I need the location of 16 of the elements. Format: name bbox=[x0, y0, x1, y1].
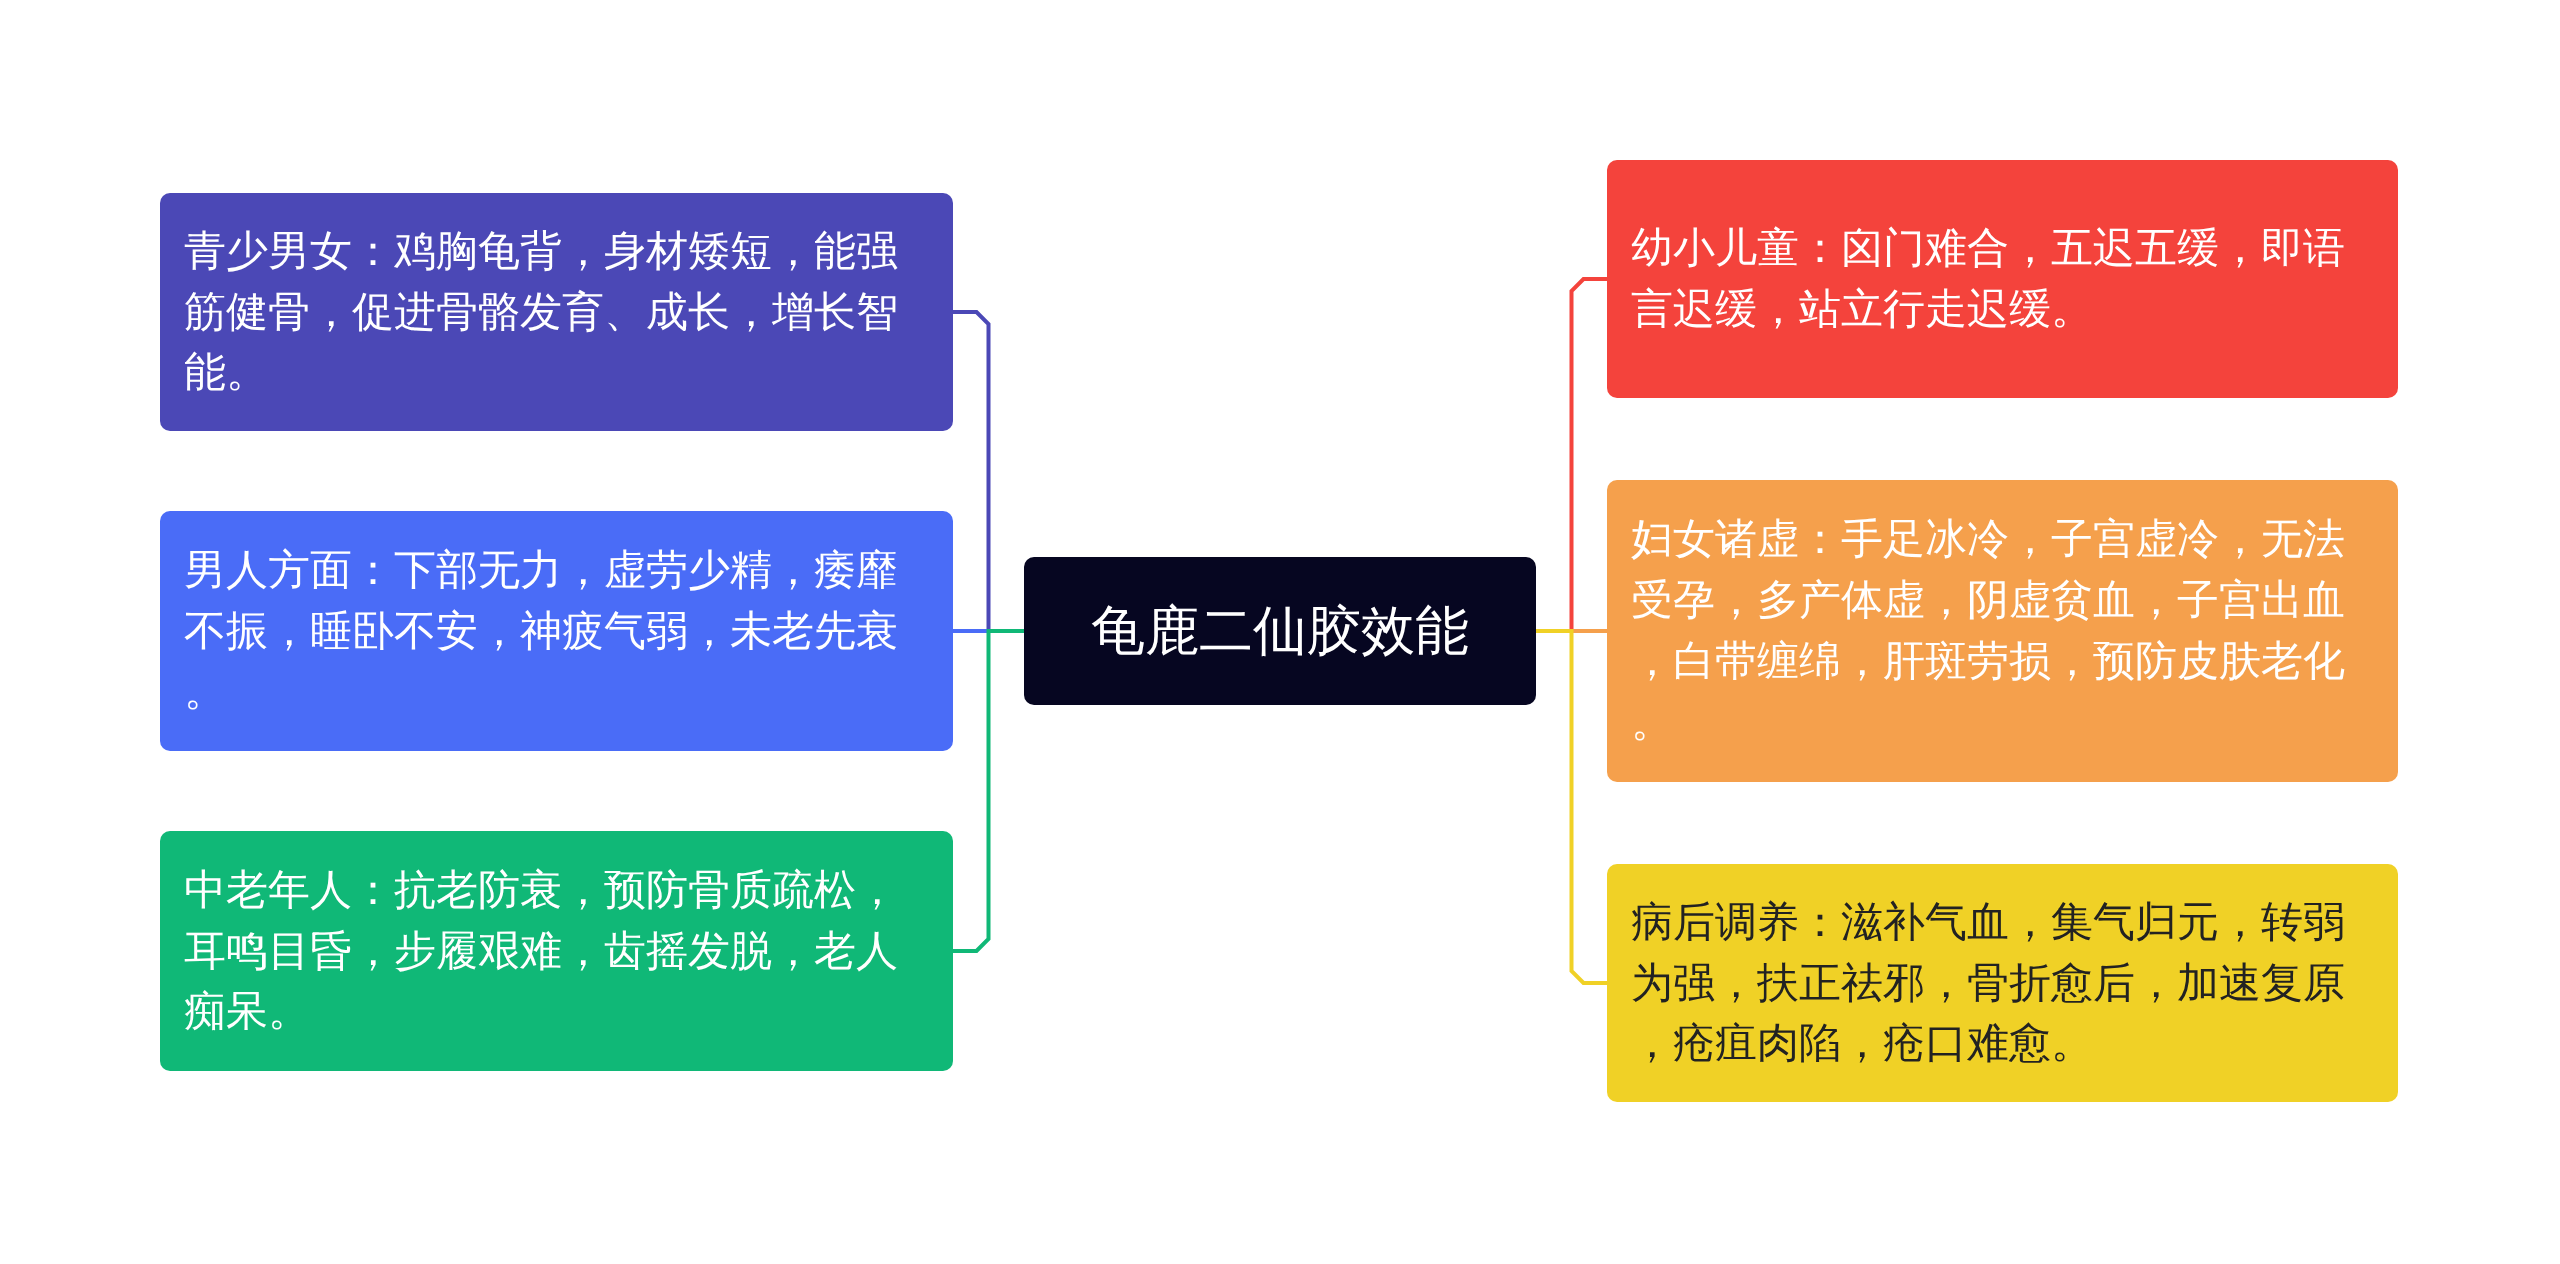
subtopic-box bbox=[1607, 480, 2398, 782]
subtopic-box bbox=[1607, 160, 2398, 398]
central-topic-box bbox=[1024, 557, 1536, 705]
subtopic-box bbox=[160, 831, 953, 1071]
branch-line bbox=[1536, 629, 1607, 985]
subtopic-box bbox=[160, 511, 953, 751]
topic-text: 中老年人：抗老防衰，预防骨质疏松，耳鸣目昏，步履艰难，齿摇发脱，老人痴呆。 bbox=[184, 863, 899, 1038]
topic-title: 龟鹿二仙胶效能 bbox=[1091, 597, 1469, 664]
topic-text: 男人方面：下部无力，虚劳少精，痿靡不振，睡卧不安，神疲气弱，未老先衰。 bbox=[184, 543, 899, 718]
topic-text: 病后调养：滋补气血，集气归元，转弱为强，扶正祛邪，骨折愈后，加速复原，疮疽肉陷，疮口难愈。 bbox=[1631, 895, 2346, 1070]
branch-line bbox=[953, 629, 1024, 953]
subtopic-box bbox=[160, 193, 953, 431]
topic-text: 青少男女：鸡胸龟背，身材矮短，能强筋健骨，促进骨骼发育、成长，增长智能。 bbox=[184, 224, 899, 399]
subtopic-box bbox=[1607, 864, 2398, 1102]
topic-text: 妇女诸虚：手足冰冷，子宫虚冷，无法受孕，多产体虚，阴虚贫血，子宫出血，白带缠绵，肝斑劳损，预防皮肤老化。 bbox=[1631, 513, 2346, 748]
topic-text: 幼小儿童：囟门难合，五迟五缓，即语言迟缓，站立行走迟缓。 bbox=[1631, 222, 2346, 335]
